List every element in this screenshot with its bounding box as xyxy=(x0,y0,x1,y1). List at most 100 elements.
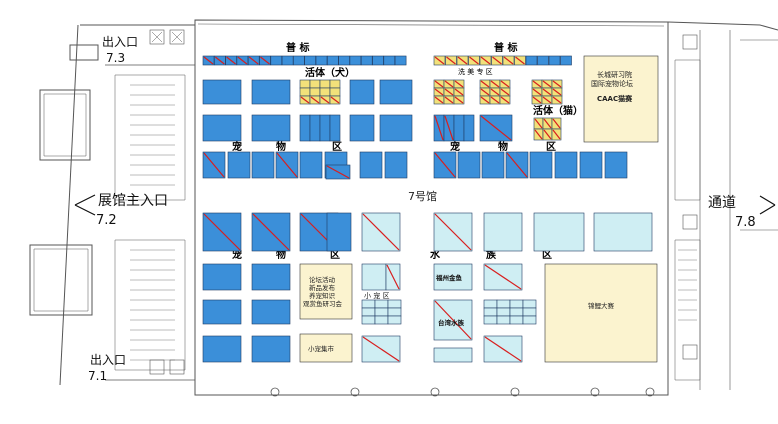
booth[interactable] xyxy=(251,263,291,291)
small-pet-booth[interactable] xyxy=(374,299,389,309)
standard-booth[interactable] xyxy=(259,55,271,66)
live-cat-booth[interactable] xyxy=(542,117,553,130)
booth[interactable] xyxy=(479,114,513,142)
booth[interactable] xyxy=(379,114,413,142)
forum-area[interactable]: 长城研习院 国际宠物论坛 CAAC猫赛 xyxy=(583,55,659,143)
pet-goods-booth[interactable] xyxy=(299,151,323,179)
booth[interactable] xyxy=(202,263,242,291)
beauty-booth[interactable] xyxy=(479,79,491,89)
pet-goods-booth[interactable] xyxy=(505,151,529,179)
live-dog-booth[interactable] xyxy=(309,79,321,89)
standard-booth[interactable] xyxy=(491,55,503,66)
booth[interactable] xyxy=(379,79,413,105)
live-dog-booth[interactable] xyxy=(319,79,331,89)
standard-booth[interactable] xyxy=(479,55,492,66)
beauty-booth[interactable] xyxy=(531,79,543,89)
booth[interactable] xyxy=(443,114,455,142)
standard-booth[interactable] xyxy=(326,55,339,66)
beauty-booth[interactable] xyxy=(479,87,491,97)
aquarium-booth[interactable] xyxy=(496,315,511,325)
aquarium-booth[interactable] xyxy=(496,299,511,309)
standard-booth[interactable] xyxy=(560,55,572,66)
beauty-booth[interactable] xyxy=(453,95,465,105)
aquarium-booth[interactable] xyxy=(483,299,498,309)
standard-booth[interactable] xyxy=(548,55,561,66)
koi-contest-area[interactable]: 锦鲤大赛 xyxy=(544,263,658,363)
beauty-booth[interactable] xyxy=(489,87,501,97)
pet-goods-booth[interactable] xyxy=(275,151,299,179)
standard-booth[interactable] xyxy=(468,55,480,66)
standard-booth[interactable] xyxy=(360,55,373,66)
pet-goods-booth[interactable] xyxy=(529,151,553,179)
small-pet-booth[interactable] xyxy=(387,299,402,309)
live-cat-booth[interactable] xyxy=(542,128,553,141)
live-dog-booth[interactable] xyxy=(309,95,321,105)
live-dog-booth[interactable] xyxy=(329,95,341,105)
booth[interactable] xyxy=(202,79,242,105)
standard-booth[interactable] xyxy=(214,55,226,66)
live-cat-booth[interactable] xyxy=(551,117,562,130)
live-dog-booth[interactable] xyxy=(309,87,321,97)
booth[interactable] xyxy=(299,114,311,142)
aquarium-booth[interactable] xyxy=(522,307,537,317)
live-cat-booth[interactable] xyxy=(551,128,562,141)
small-pet-booth[interactable] xyxy=(361,315,376,325)
standard-booth[interactable] xyxy=(236,55,249,66)
beauty-booth[interactable] xyxy=(499,95,511,105)
aquarium-booth[interactable] xyxy=(483,307,498,317)
booth[interactable] xyxy=(251,335,291,363)
small-pet-market-area[interactable]: 小宠集市 xyxy=(299,333,353,363)
live-cat-booth[interactable] xyxy=(533,117,544,130)
small-pet-booth[interactable] xyxy=(374,307,389,317)
standard-booth[interactable] xyxy=(502,55,515,66)
standard-booth[interactable] xyxy=(315,55,328,66)
booth[interactable] xyxy=(202,335,242,363)
aquarium-booth[interactable] xyxy=(433,299,473,341)
small-pet-booth[interactable] xyxy=(361,212,401,252)
booth[interactable] xyxy=(453,114,465,142)
pet-goods-booth[interactable] xyxy=(604,151,628,179)
pet-goods-booth[interactable] xyxy=(251,212,291,252)
aquarium-booth[interactable] xyxy=(593,212,653,252)
aquarium-booth[interactable] xyxy=(509,315,524,325)
standard-booth[interactable] xyxy=(247,55,260,66)
aquarium-booth[interactable] xyxy=(496,307,511,317)
aquarium-booth[interactable] xyxy=(509,299,524,309)
booth[interactable] xyxy=(326,212,352,252)
standard-booth[interactable] xyxy=(270,55,283,66)
small-pet-booth[interactable] xyxy=(387,307,402,317)
pet-goods-booth[interactable] xyxy=(227,151,251,179)
standard-booth[interactable] xyxy=(383,55,396,66)
beauty-booth[interactable] xyxy=(489,95,501,105)
beauty-booth[interactable] xyxy=(433,79,445,89)
booth[interactable] xyxy=(349,79,375,105)
activity-area[interactable]: 论坛活动 新品发布 养宠知识 观赏鱼研习会 xyxy=(299,263,353,320)
aquarium-booth[interactable] xyxy=(433,347,473,363)
standard-booth[interactable] xyxy=(445,55,457,66)
standard-booth[interactable] xyxy=(514,55,526,66)
standard-booth[interactable] xyxy=(456,55,469,66)
beauty-booth[interactable] xyxy=(433,95,445,105)
booth[interactable] xyxy=(319,114,331,142)
beauty-booth[interactable] xyxy=(531,95,543,105)
small-pet-booth[interactable] xyxy=(361,299,376,309)
pet-goods-booth[interactable] xyxy=(359,151,383,179)
standard-booth[interactable] xyxy=(372,55,384,66)
small-pet-booth[interactable] xyxy=(361,335,401,363)
aquarium-booth[interactable] xyxy=(522,299,537,309)
booth[interactable] xyxy=(329,114,341,142)
beauty-booth[interactable] xyxy=(453,87,465,97)
beauty-booth[interactable] xyxy=(443,87,455,97)
small-pet-booth[interactable] xyxy=(387,315,402,325)
standard-booth[interactable] xyxy=(537,55,549,66)
standard-booth[interactable] xyxy=(338,55,350,66)
live-dog-booth[interactable] xyxy=(319,87,331,97)
beauty-booth[interactable] xyxy=(541,95,553,105)
pet-goods-booth[interactable] xyxy=(202,151,226,179)
beauty-booth[interactable] xyxy=(551,79,563,89)
pet-goods-booth[interactable] xyxy=(481,151,505,179)
aquarium-booth[interactable] xyxy=(433,263,473,291)
standard-booth[interactable] xyxy=(394,55,407,66)
pet-goods-booth[interactable] xyxy=(202,212,242,252)
aquarium-booth[interactable] xyxy=(483,212,523,252)
